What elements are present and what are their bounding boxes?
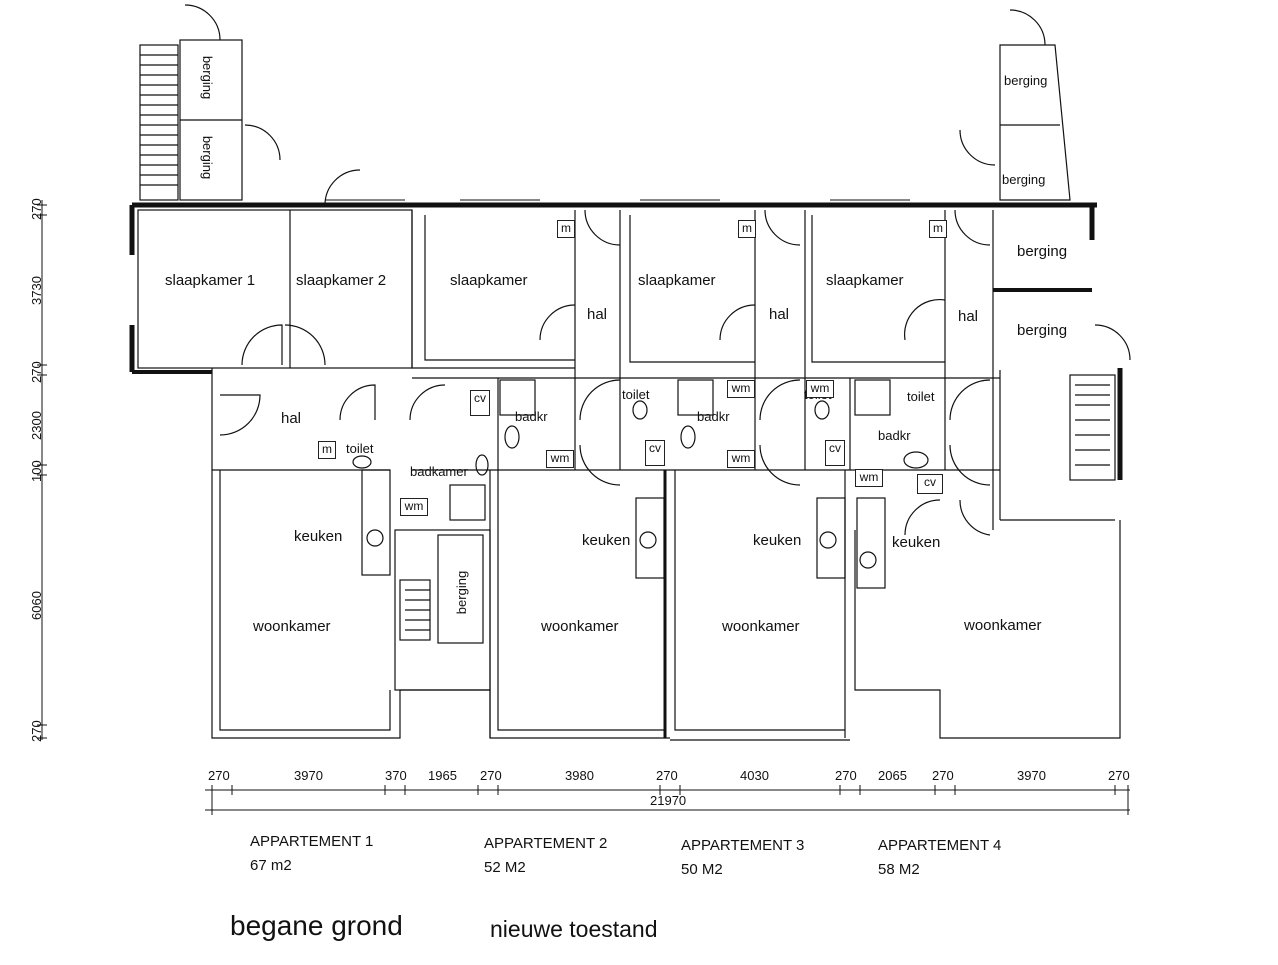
room-woonkamer-apt1: woonkamer xyxy=(253,618,331,635)
dim-total: 21970 xyxy=(650,793,687,808)
room-berging-top-2: berging xyxy=(200,135,216,180)
dim-h-1: 270 xyxy=(208,768,230,783)
dim-v-7: 270 xyxy=(29,720,44,742)
meter-box-apt2: m xyxy=(557,220,575,238)
apartment-3-label: APPARTEMENT 3 50 M2 xyxy=(681,834,804,882)
dim-h-10: 2065 xyxy=(878,768,907,783)
drawing-subtitle: nieuwe toestand xyxy=(490,916,658,942)
room-berging-top-1: berging xyxy=(200,55,216,100)
apartment-4-label: APPARTEMENT 4 58 M2 xyxy=(878,834,1001,882)
dim-v-5: 100 xyxy=(29,460,44,482)
room-badkamer-apt1: badkamer xyxy=(410,464,468,479)
wm-box-apt2: wm xyxy=(546,450,574,468)
dim-h-12: 3970 xyxy=(1017,768,1046,783)
apartment-4-name: APPARTEMENT 4 xyxy=(878,837,1002,854)
room-woonkamer-apt2: woonkamer xyxy=(541,618,619,635)
dim-h-11: 270 xyxy=(932,768,954,783)
meter-box-apt4: m xyxy=(929,220,947,238)
apartment-2-name: APPARTEMENT 2 xyxy=(484,835,608,852)
room-toilet-apt1: toilet xyxy=(346,441,374,456)
apartment-3-name: APPARTEMENT 3 xyxy=(681,837,805,854)
room-woonkamer-apt4: woonkamer xyxy=(964,617,1042,634)
wm-box-apt4a: wm xyxy=(806,380,834,398)
room-slaapkamer-apt4: slaapkamer xyxy=(826,272,904,289)
dim-h-6: 3980 xyxy=(565,768,594,783)
wm-box-apt3a: wm xyxy=(727,380,755,398)
apartment-1-label: APPARTEMENT 1 67 m2 xyxy=(250,830,373,878)
dim-v-1: 270 xyxy=(29,198,44,220)
room-slaapkamer-1: slaapkamer 1 xyxy=(165,272,256,289)
room-berging-stair: berging xyxy=(454,570,470,615)
room-toilet-apt2: toilet xyxy=(622,387,650,402)
room-keuken-apt2: keuken xyxy=(582,532,631,549)
apartment-1-name: APPARTEMENT 1 xyxy=(250,833,374,850)
dim-h-4: 1965 xyxy=(428,768,457,783)
room-berging-right-3: berging xyxy=(1017,243,1068,260)
dim-h-13: 270 xyxy=(1108,768,1130,783)
room-toilet-apt4: toilet xyxy=(907,389,935,404)
dim-h-8: 4030 xyxy=(740,768,769,783)
dim-h-5: 270 xyxy=(480,768,502,783)
cv-box-apt3: cv xyxy=(825,440,845,466)
apartment-3-area: 50 M2 xyxy=(681,861,723,878)
room-slaapkamer-apt3: slaapkamer xyxy=(638,272,716,289)
meter-box-apt1: m xyxy=(318,441,336,459)
room-keuken-apt1: keuken xyxy=(294,528,343,545)
cv-box-apt1: cv xyxy=(470,390,490,416)
cv-box-apt2: cv xyxy=(645,440,665,466)
meter-box-apt3: m xyxy=(738,220,756,238)
outline-apt1-bedrooms xyxy=(137,209,413,369)
stair-right xyxy=(1069,374,1116,481)
room-keuken-apt4: keuken xyxy=(892,534,941,551)
wm-box-apt4b: wm xyxy=(855,469,883,487)
dim-h-3: 370 xyxy=(385,768,407,783)
stair-block xyxy=(394,529,491,691)
apartment-2-area: 52 M2 xyxy=(484,859,526,876)
dim-v-6: 6060 xyxy=(29,591,44,620)
room-hal-apt3: hal xyxy=(769,306,790,323)
wm-box-apt1: wm xyxy=(400,498,428,516)
room-woonkamer-apt3: woonkamer xyxy=(722,618,800,635)
room-berging-right-2: berging xyxy=(1002,172,1046,187)
room-hal-apt2: hal xyxy=(587,306,608,323)
room-keuken-apt3: keuken xyxy=(753,532,802,549)
room-hal-apt4: hal xyxy=(958,308,979,325)
apartment-1-area: 67 m2 xyxy=(250,857,292,874)
cv-box-apt4: cv xyxy=(917,474,943,494)
apartment-4-area: 58 M2 xyxy=(878,861,920,878)
room-badkr-apt3: badkr xyxy=(697,409,730,424)
dim-v-2: 3730 xyxy=(29,276,44,305)
room-berging-right-1: berging xyxy=(1004,73,1048,88)
dim-h-9: 270 xyxy=(835,768,857,783)
apartment-2-label: APPARTEMENT 2 52 M2 xyxy=(484,832,607,880)
room-berging-right-4: berging xyxy=(1017,322,1068,339)
room-hal-apt1: hal xyxy=(281,410,302,427)
dim-v-4: 2300 xyxy=(29,411,44,440)
room-badkr-apt2: badkr xyxy=(515,409,548,424)
dim-v-3: 270 xyxy=(29,361,44,383)
wm-box-apt3b: wm xyxy=(727,450,755,468)
exterior-stair xyxy=(139,44,179,201)
dim-h-7: 270 xyxy=(656,768,678,783)
room-badkr-apt4: badkr xyxy=(878,428,911,443)
room-slaapkamer-apt2: slaapkamer xyxy=(450,272,528,289)
room-slaapkamer-2: slaapkamer 2 xyxy=(296,272,387,289)
dim-h-2: 3970 xyxy=(294,768,323,783)
drawing-title: begane grond xyxy=(230,910,403,941)
